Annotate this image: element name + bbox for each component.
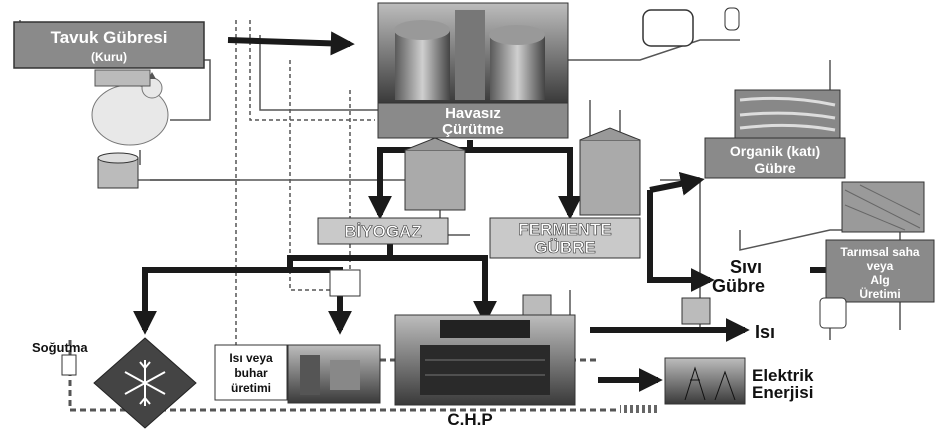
anaerobic-digestion-photo [378, 3, 568, 103]
agri-label-1: Tarımsal saha [840, 245, 919, 259]
cooling-valve [62, 355, 76, 375]
organic-fertilizer-image [735, 90, 840, 138]
biogas-box: BİYOGAZ [318, 218, 448, 244]
chp-photo [395, 315, 575, 405]
anaerobic-label-1: Havasız [445, 105, 501, 122]
steam-label-3: üretimi [231, 381, 271, 395]
chicken-manure-sublabel: (Kuru) [91, 50, 127, 64]
chicken-image [92, 70, 168, 145]
anaerobic-label-2: Çürütme [442, 121, 504, 138]
steam-label-2: buhar [234, 366, 268, 380]
small-tank [98, 153, 138, 188]
agri-label-2: veya [867, 259, 894, 273]
organic-label-1: Organik (katı) [730, 143, 820, 159]
electricity-label-2: Enerjisi [752, 383, 813, 402]
electricity-photo [665, 358, 745, 404]
steam-production-box: Isı veya buhar üretimi [215, 345, 287, 400]
digester-tanks [405, 128, 640, 215]
fermented-fertilizer-box: FERMENTE GÜBRE [490, 218, 640, 258]
fermented-label-2: GÜBRE [534, 238, 595, 257]
cooling-snowflake-icon [94, 338, 196, 428]
steam-label-1: Isı veya [229, 351, 273, 365]
chicken-manure-label: Tavuk Gübresi [51, 28, 168, 47]
agricultural-box: Tarımsal saha veya Alg Üretimi [826, 240, 934, 302]
agricultural-field-image [842, 182, 924, 232]
steam-production-photo [288, 345, 380, 403]
organic-fertilizer-box: Organik (katı) Gübre [705, 138, 845, 178]
cooling-label: Soğutma [32, 340, 88, 355]
chicken-manure-box: Tavuk Gübresi (Kuru) [14, 22, 204, 68]
liquid-fertilizer-label-2: Gübre [712, 276, 765, 296]
fermented-label-1: FERMENTE [518, 220, 612, 239]
anaerobic-digestion-box: Havasız Çürütme [378, 103, 568, 138]
chp-label: C.H.P [447, 410, 492, 429]
heat-label: Isı [755, 322, 775, 342]
organic-label-2: Gübre [754, 160, 795, 176]
agri-label-3: Alg [870, 273, 889, 287]
liquid-fertilizer-label-1: Sıvı [730, 257, 762, 277]
ground-hatch [620, 405, 660, 413]
biogas-label: BİYOGAZ [344, 222, 421, 241]
agri-label-4: Üretimi [859, 286, 900, 301]
